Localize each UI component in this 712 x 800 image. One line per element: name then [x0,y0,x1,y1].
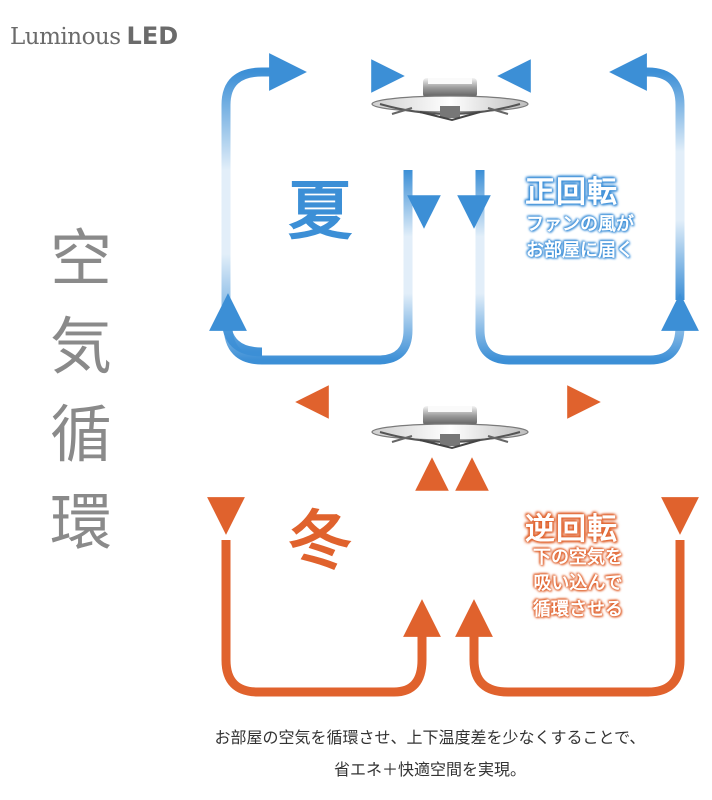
caption: お部屋の空気を循環させ、上下温度差を少なくすることで、 省エネ＋快適空間を実現。 [150,722,710,786]
summer-mode-description: ファンの風が お部屋に届く [510,212,650,264]
winter-desc-line: 下の空気を [533,547,623,568]
caption-line: お部屋の空気を循環させ、上下温度差を少なくすることで、 [214,728,646,747]
winter-mode-description: 下の空気を 吸い込んで 循環させる [518,545,638,623]
vertical-title: 空 気 循 環 [36,215,126,567]
ceiling-fan-light-icon [371,78,529,122]
title-char: 循 [49,398,112,471]
winter-desc-line: 循環させる [533,599,623,620]
season-winter-label: 冬 [288,505,352,579]
title-char: 気 [49,310,112,383]
summer-desc-line: お部屋に届く [526,240,634,261]
season-summer-label: 夏 [288,175,352,249]
summer-mode-title: 正回転 [525,175,618,210]
title-char: 空 [49,222,112,295]
ceiling-fan-light-icon [371,406,529,450]
logo-wordmark: Luminous [10,24,121,50]
winter-mode-title: 逆回転 [525,512,618,547]
winter-desc-line: 吸い込んで [533,573,623,594]
brand-logo: Luminous LED [10,22,178,62]
winter-airflow [207,385,699,697]
logo-suffix: LED [126,22,179,50]
title-char: 環 [49,486,112,559]
summer-desc-line: ファンの風が [526,214,634,235]
caption-line: 省エネ＋快適空間を実現。 [333,760,526,779]
summer-airflow [209,53,699,365]
